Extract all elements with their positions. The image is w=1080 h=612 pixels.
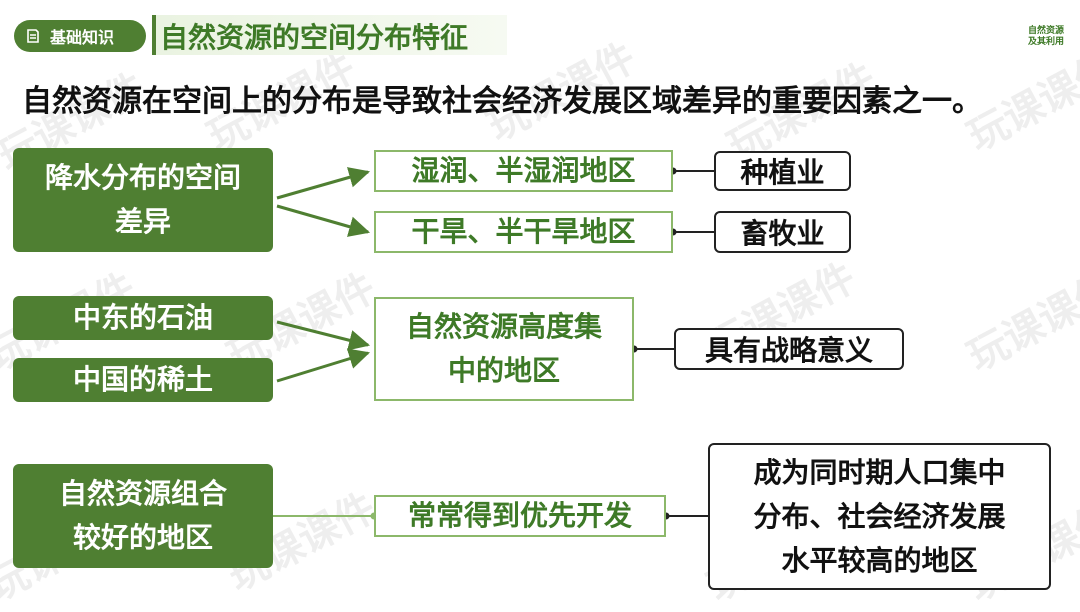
section-badge: 基础知识 (14, 20, 146, 52)
oil-box: 中东的石油 (13, 296, 273, 340)
concentrated-line-2: 中的地区 (447, 354, 560, 387)
precip-source-line-1: 降水分布的空间 (44, 161, 241, 194)
development-result-box: 成为同时期人口集中 分布、社会经济发展 水平较高的地区 (708, 443, 1051, 590)
logo-line-2: 及其利用 (1027, 37, 1064, 47)
arrow-rare-earth (276, 348, 371, 383)
combination-source-box: 自然资源组合 较好的地区 (13, 464, 273, 568)
arid-region-label: 干旱、半干旱地区 (411, 215, 636, 248)
strategic-label: 具有战略意义 (704, 334, 873, 367)
badge-label: 基础知识 (50, 28, 115, 47)
result-line-1: 成为同时期人口集中 (753, 455, 1006, 489)
page-title: 自然资源的空间分布特征 (160, 21, 469, 54)
rare-earth-box: 中国的稀土 (13, 358, 273, 402)
result-line-2: 分布、社会经济发展 (753, 499, 1006, 533)
humid-region-box: 湿润、半湿润地区 (374, 150, 673, 192)
humid-region-label: 湿润、半湿润地区 (411, 154, 636, 187)
livestock-box: 畜牧业 (714, 211, 851, 253)
crop-farming-label: 种植业 (740, 156, 825, 189)
priority-development-box: 常常得到优先开发 (374, 495, 666, 537)
corner-logo: 自然资源 及其利用 (1020, 26, 1072, 52)
oil-label: 中东的石油 (72, 301, 213, 334)
concentrated-line-1: 自然资源高度集 (405, 310, 602, 343)
arrow-oil (276, 320, 371, 351)
lead-text: 自然资源在空间上的分布是导致社会经济发展区域差异的重要因素之一。 (22, 84, 982, 119)
livestock-label: 畜牧业 (740, 217, 825, 250)
result-line-3: 水平较高的地区 (781, 543, 978, 577)
concentrated-region-box: 自然资源高度集 中的地区 (374, 297, 634, 401)
arid-region-box: 干旱、半干旱地区 (374, 211, 673, 253)
priority-development-label: 常常得到优先开发 (407, 499, 632, 532)
book-icon (24, 27, 42, 45)
precip-source-box: 降水分布的空间 差异 (13, 148, 273, 252)
strategic-box: 具有战略意义 (674, 328, 904, 370)
title-background (152, 15, 507, 55)
combination-source-line-1: 自然资源组合 (58, 477, 227, 510)
arrow-to-humid (276, 167, 371, 200)
logo-line-1: 自然资源 (1027, 26, 1064, 36)
combination-source-line-2: 较好的地区 (72, 521, 213, 554)
rare-earth-label: 中国的稀土 (72, 363, 213, 396)
arrow-to-arid (276, 204, 371, 237)
crop-farming-box: 种植业 (714, 151, 851, 191)
precip-source-line-2: 差异 (114, 205, 171, 238)
